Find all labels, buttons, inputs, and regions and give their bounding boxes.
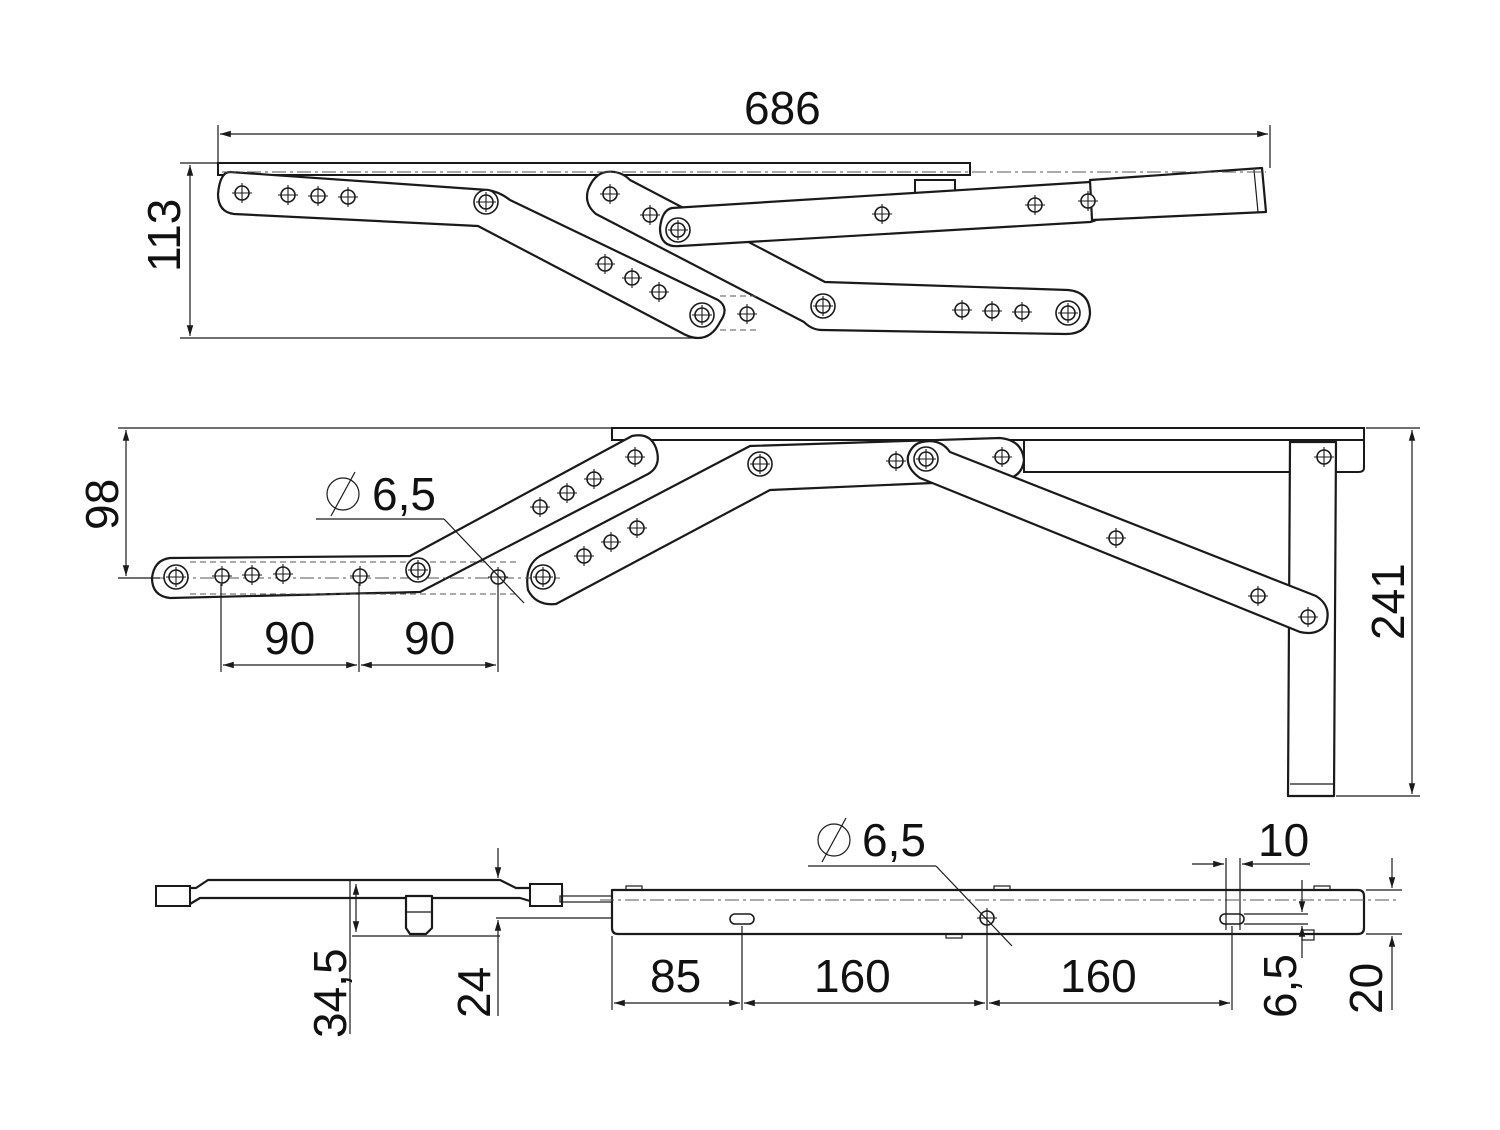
dim-98: 98 (76, 479, 128, 530)
hole (736, 303, 758, 325)
dim-24: 24 (448, 967, 500, 1018)
dim-90-b: 90 (404, 612, 455, 664)
pivot-hole (689, 302, 715, 328)
pivot-hole (1055, 300, 1081, 326)
pivot-hole (530, 564, 556, 590)
dim-diameter-side: 6,5 (372, 468, 436, 520)
dim-85: 85 (650, 950, 701, 1002)
hinge-block-left (155, 885, 191, 907)
mounting-plate-top (217, 162, 971, 176)
dim-20: 20 (1340, 963, 1392, 1014)
bottom-view: 34,5 24 85 160 160 10 6,5 20 6,5 (154, 814, 1402, 1038)
dim-10: 10 (1258, 814, 1309, 866)
pivot-hole (405, 557, 431, 583)
pivot-hole (810, 293, 836, 319)
pivot-hole (913, 446, 939, 472)
plate-bracket (1023, 439, 1365, 473)
dim-90-a: 90 (264, 612, 315, 664)
arm-left-side (150, 434, 659, 600)
dim-686: 686 (744, 82, 821, 134)
diameter-icon (326, 477, 360, 511)
pivot-hole (665, 217, 691, 243)
dim-34-5: 34,5 (304, 948, 356, 1038)
slot-hole (729, 913, 755, 925)
dim-113: 113 (138, 199, 190, 272)
arm-edge-view (154, 878, 564, 906)
dim-diameter-bottom: 6,5 (862, 814, 926, 866)
leader-line (935, 865, 1013, 947)
pivot-hole (473, 189, 499, 215)
top-view: 686 113 (138, 82, 1271, 340)
dim-6-5-slot: 6,5 (1254, 954, 1306, 1018)
dim-160-b: 160 (1060, 950, 1137, 1002)
pivot-hole (747, 451, 773, 477)
dim-160-a: 160 (814, 950, 891, 1002)
side-view: 98 241 90 90 6,5 (76, 427, 1420, 798)
leader-line (443, 518, 525, 604)
hinge-block-right (529, 883, 563, 907)
leg-tube-top (1088, 166, 1268, 222)
dim-241: 241 (1362, 563, 1414, 640)
arm-right-top (585, 170, 1092, 336)
bolt (404, 894, 434, 936)
diameter-icon (817, 823, 851, 857)
pivot-hole (163, 564, 189, 590)
